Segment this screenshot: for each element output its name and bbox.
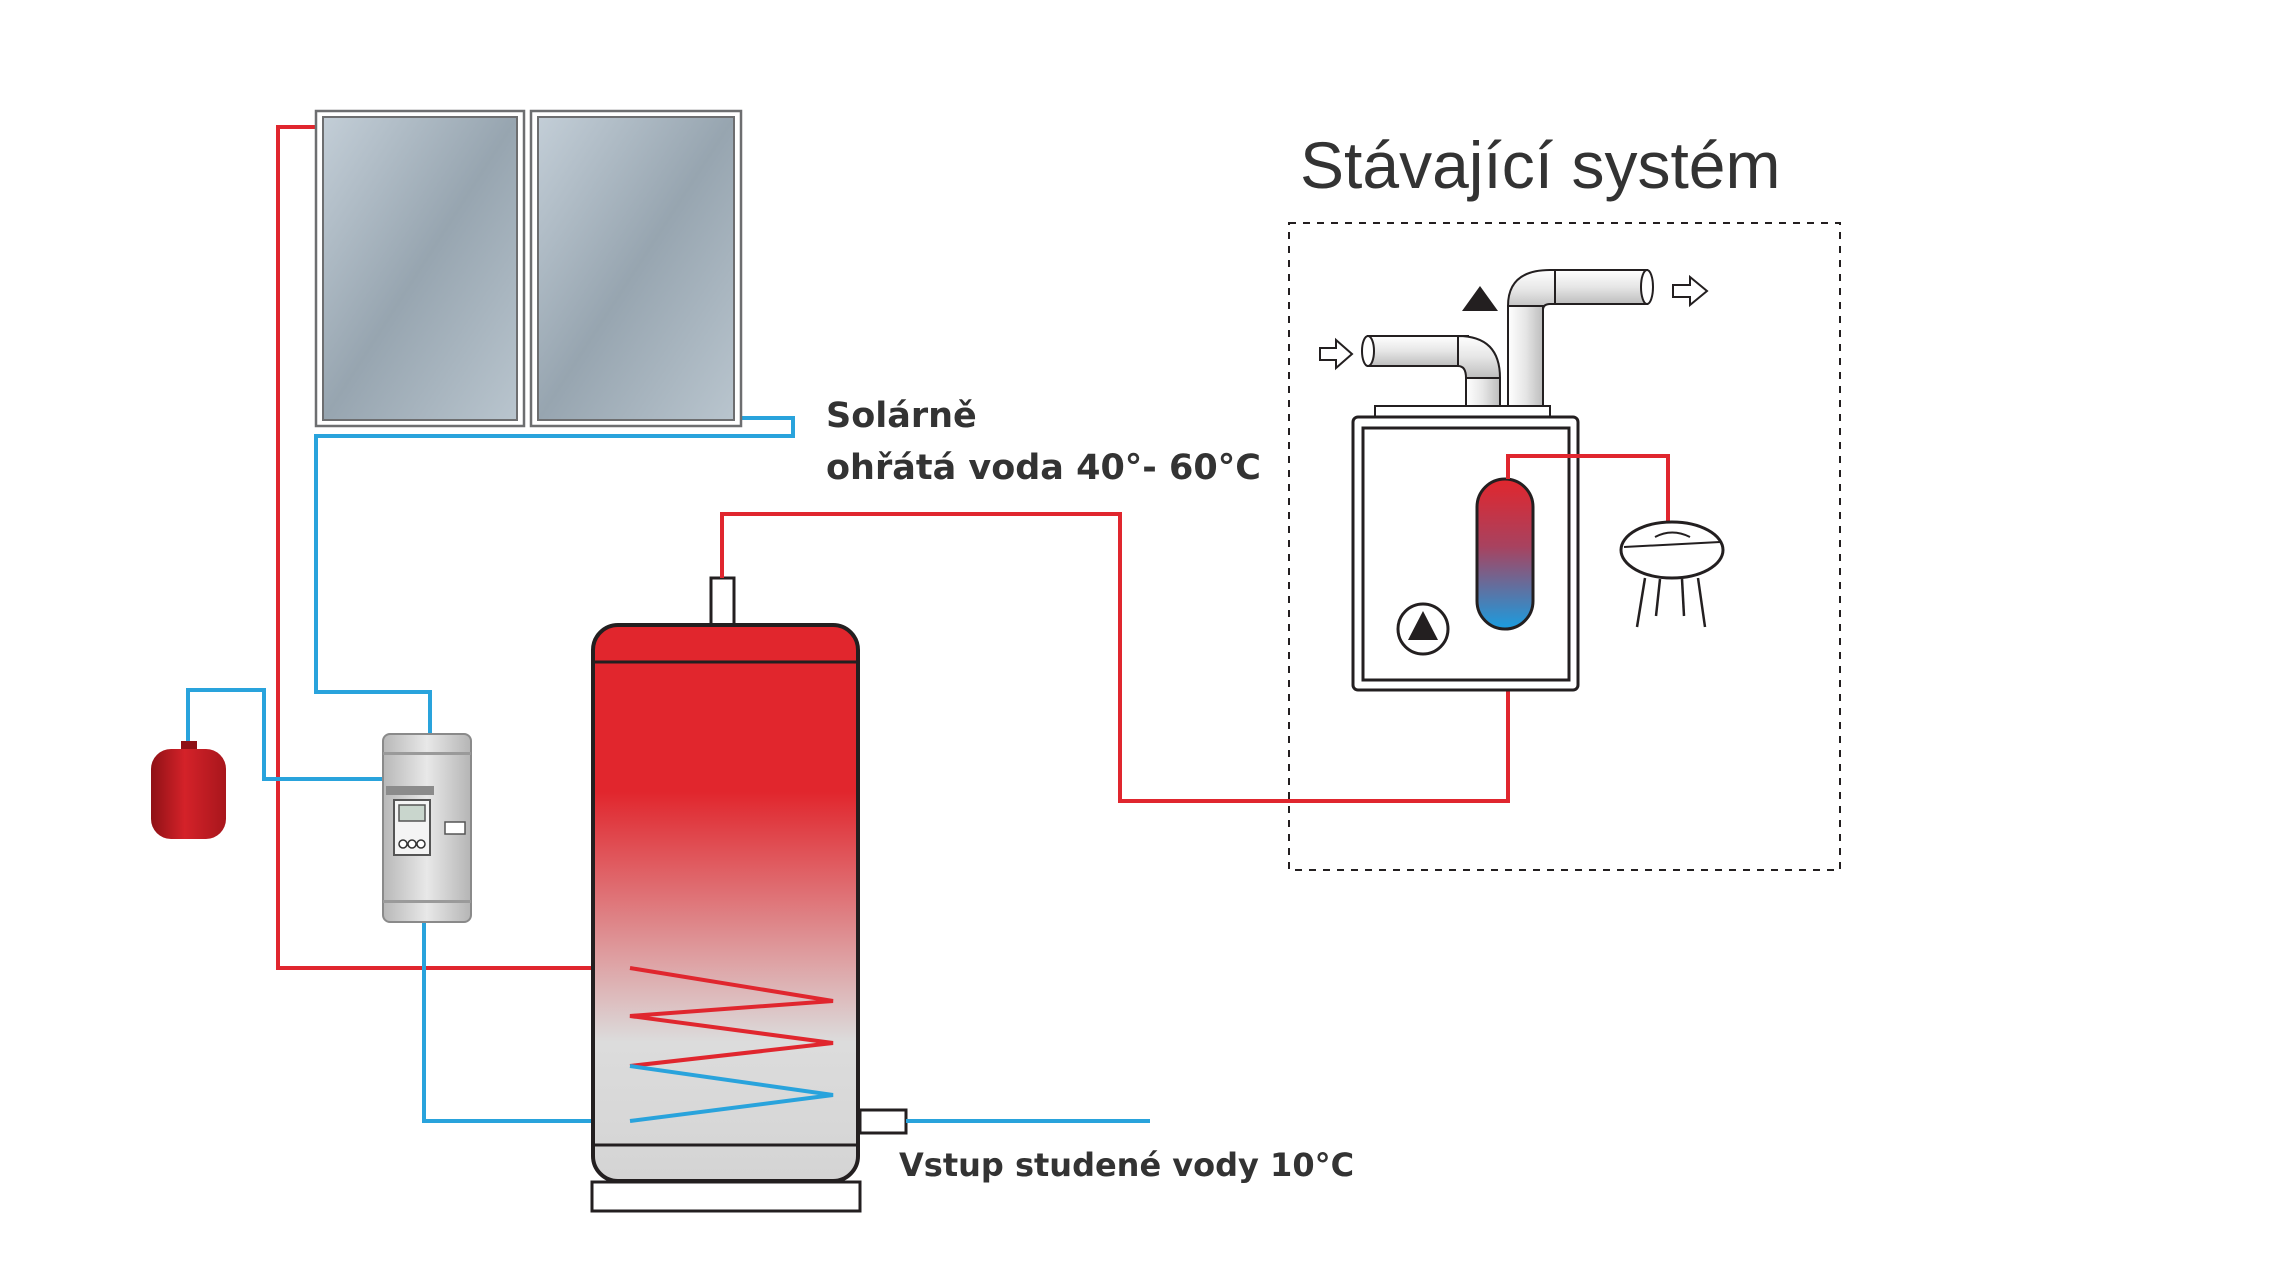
solar-label-line1: Solárně xyxy=(826,396,977,436)
hot-water-outlet-pipe xyxy=(1506,454,1670,522)
boiler-icon xyxy=(1351,415,1580,692)
water-heater-tank-icon xyxy=(590,576,908,1213)
expansion-vessel-icon xyxy=(151,741,226,839)
shower-head-icon xyxy=(1619,520,1725,628)
solar-hot-water-pipe xyxy=(720,512,1510,803)
cold-inlet-label: Vstup studené vody 10°C xyxy=(899,1146,1354,1184)
solar-cold-pipe xyxy=(422,922,630,1123)
coil-hot xyxy=(629,966,834,1068)
flue-arrow-icon xyxy=(1319,274,1709,371)
coil-cold xyxy=(629,1064,834,1123)
expansion-pipe xyxy=(186,688,383,781)
solar-panel-icon xyxy=(314,109,743,428)
solar-return-pipe xyxy=(314,416,795,737)
solar-hot-pipe xyxy=(276,125,630,970)
flue-pipes xyxy=(1361,269,1654,419)
existing-system-title: Stávající systém xyxy=(1300,128,1780,202)
solar-controller-icon xyxy=(382,733,472,923)
existing-system-box xyxy=(1288,222,1841,871)
solar-label-line2: ohřátá voda 40°- 60°C xyxy=(826,448,1261,488)
pump-icon xyxy=(1396,602,1450,656)
